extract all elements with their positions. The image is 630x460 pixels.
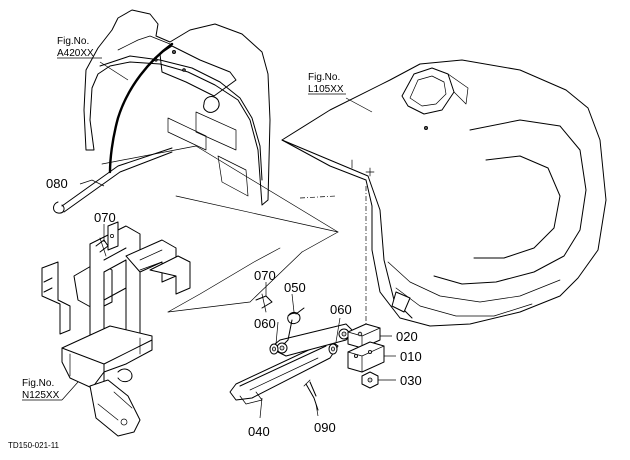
assembly-outline (101, 145, 339, 313)
hood (281, 59, 607, 327)
figure-ref-n125-line1: Fig.No. (22, 378, 54, 389)
part-label-090: 090 (314, 420, 336, 435)
part-label-030: 030 (400, 373, 422, 388)
figure-ref-a420-line1: Fig.No. (57, 36, 89, 47)
figure-ref-n125-line2: N125XX (22, 390, 60, 401)
figure-ref-l105-line2: L105XX (308, 84, 344, 95)
part-label-060-right: 060 (330, 302, 352, 317)
spring-050 (283, 307, 305, 345)
clip-070-right (255, 293, 273, 313)
lever-040 (229, 323, 355, 405)
figure-ref-l105: Fig.No. L105XX (308, 72, 346, 95)
alignment-lines (299, 186, 367, 330)
figure-ref-l105-line1: Fig.No. (308, 72, 340, 83)
part-label-040: 040 (248, 424, 270, 439)
washer-060-left (269, 343, 279, 355)
plate-020 (347, 323, 381, 349)
washer-060-right (328, 343, 338, 355)
figure-ref-n125: Fig.No. N125XX (22, 378, 62, 401)
clip-070-left (95, 237, 109, 257)
part-label-020: 020 (396, 329, 418, 344)
leader-lines (61, 61, 396, 419)
part-label-050: 050 (284, 280, 306, 295)
part-label-070-left: 070 (94, 210, 116, 225)
fender-panel (83, 9, 271, 206)
part-label-080: 080 (46, 176, 68, 191)
part-label-070-right: 070 (254, 268, 276, 283)
part-label-060-left: 060 (254, 316, 276, 331)
figure-ref-a420: Fig.No. A420XX (57, 36, 102, 59)
rod-080 (53, 42, 174, 214)
nut-030 (361, 371, 379, 389)
part-label-010: 010 (400, 349, 422, 364)
bracket-assembly (41, 221, 191, 437)
plate-010 (347, 341, 385, 373)
drawing-code: TD150-021-11 (8, 441, 60, 450)
figure-ref-a420-line2: A420XX (57, 48, 94, 59)
